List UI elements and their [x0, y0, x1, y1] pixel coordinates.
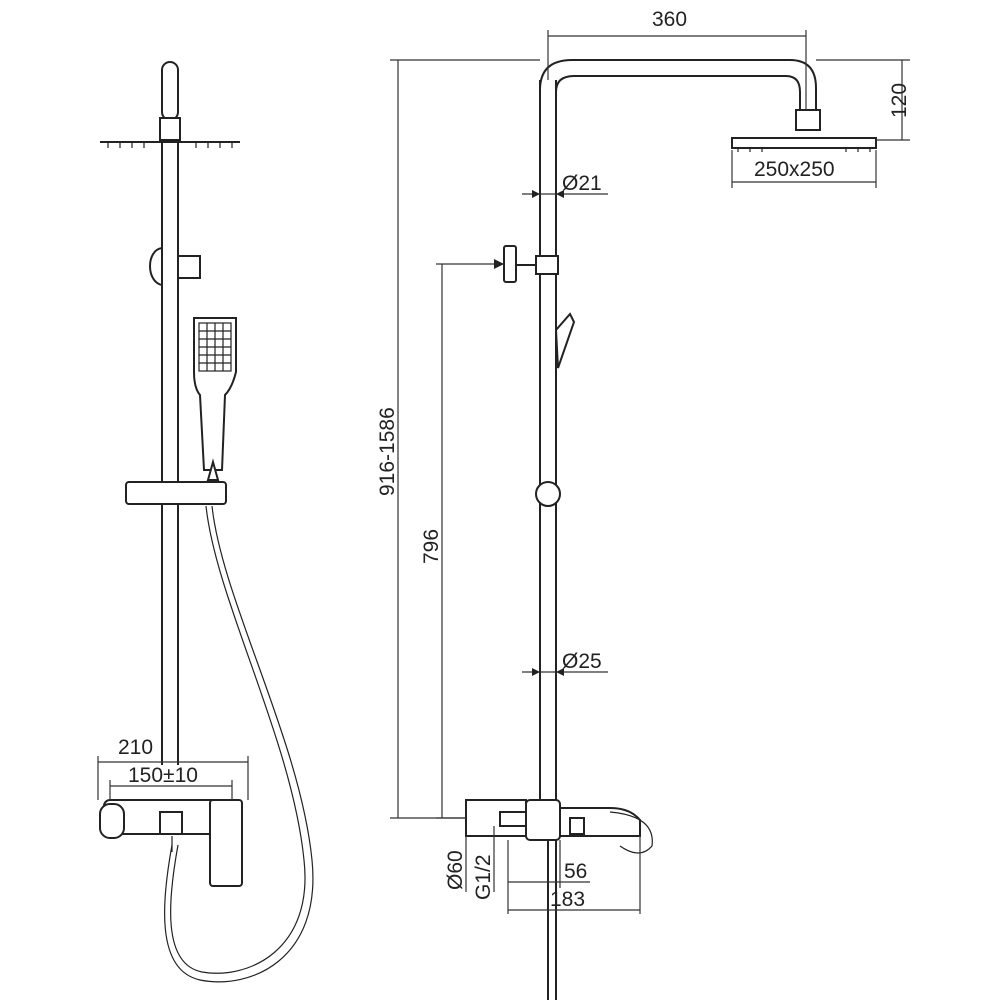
side-shower-head	[731, 137, 877, 149]
side-bracket-wall-plate	[503, 245, 517, 283]
front-head-connector	[159, 117, 181, 141]
dim-d21-label: Ø21	[562, 172, 602, 195]
dim-360	[547, 30, 807, 110]
side-view: 360 120 250x250 Ø21 Ø25	[376, 8, 911, 1000]
hand-shower	[193, 317, 237, 471]
side-arm-connector	[795, 109, 821, 131]
dim-916-1586-label: 916-1586	[376, 407, 399, 496]
dim-250	[731, 150, 877, 188]
front-top-arm	[161, 61, 179, 121]
side-inlet	[499, 811, 527, 827]
dim-360-label: 360	[652, 8, 687, 31]
dim-120	[816, 59, 910, 141]
side-arm-outer	[539, 59, 817, 110]
dim-796-label: 796	[420, 529, 443, 564]
dim-d25-label: Ø25	[562, 650, 602, 673]
dim-d60-g12	[465, 826, 495, 892]
front-mixer-lever	[209, 799, 243, 887]
front-bracket-knob	[177, 255, 201, 279]
dim-250-label: 250x250	[754, 158, 835, 181]
hand-shower-nozzle-grid	[198, 322, 232, 372]
side-mixer-cartridge	[569, 817, 585, 835]
side-shower-head-nozzles	[737, 148, 871, 152]
shower-hose-outer	[164, 505, 314, 983]
side-bracket-clamp	[535, 255, 559, 275]
dim-183	[508, 836, 641, 914]
dim-210	[97, 756, 249, 800]
dim-d60-label: Ø60	[444, 850, 467, 890]
dim-183-label: 183	[550, 888, 585, 911]
dim-150	[109, 780, 233, 800]
dim-120-label: 120	[888, 83, 911, 118]
holder-clip	[206, 458, 220, 481]
side-arm-inner	[555, 75, 801, 110]
dim-916-1586	[390, 59, 540, 819]
side-holder-lever	[554, 312, 576, 369]
dim-150-label: 150±10	[128, 764, 198, 787]
side-mixer-body	[525, 799, 561, 841]
front-shower-head-nozzles	[107, 142, 233, 148]
dim-796	[436, 259, 504, 819]
dim-d25	[522, 668, 608, 676]
dim-d21	[522, 190, 608, 198]
side-slider-knob	[535, 481, 561, 507]
dim-g12-label: G1/2	[472, 854, 495, 900]
front-mixer-left-cap	[99, 803, 125, 839]
dim-56-label: 56	[564, 860, 587, 883]
dim-56	[507, 840, 590, 914]
front-mixer-outlet	[159, 811, 183, 835]
front-wall-bracket	[149, 247, 163, 286]
shower-hose-inner	[170, 505, 306, 974]
front-view: 210 150±10	[97, 61, 314, 983]
dim-210-label: 210	[118, 736, 153, 759]
slide-bar-holder	[125, 481, 227, 505]
side-lever-arc	[609, 811, 653, 854]
